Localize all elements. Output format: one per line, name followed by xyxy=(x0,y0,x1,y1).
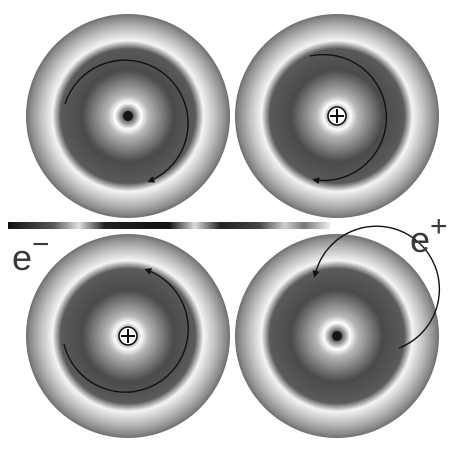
vortex-bottom-right xyxy=(235,226,439,438)
core-dot-icon xyxy=(123,111,133,121)
vortex-bottom-left xyxy=(26,234,230,438)
separator-bar xyxy=(8,222,330,229)
core-dot-icon xyxy=(332,331,342,341)
positron-label: e+ xyxy=(410,210,448,260)
electron-label: e− xyxy=(12,228,50,278)
vortex-top-right xyxy=(235,14,439,218)
vortex-top-left xyxy=(26,14,230,218)
